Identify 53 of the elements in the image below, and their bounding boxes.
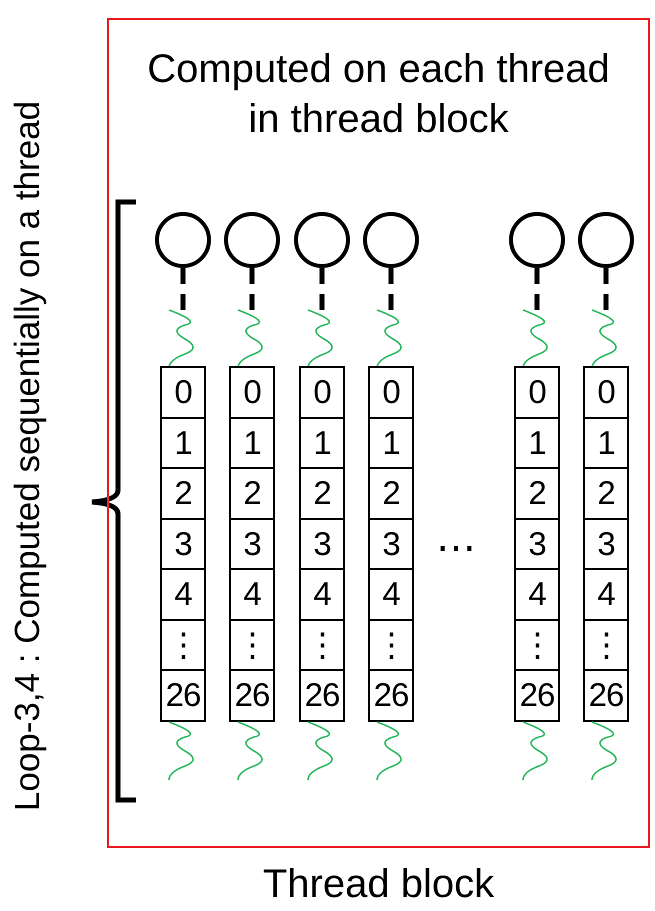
index-cell: 3 [368, 518, 414, 570]
index-cell: 0 [160, 366, 206, 418]
block-caption: Thread block [262, 861, 496, 908]
index-cell: 0 [514, 366, 560, 418]
index-cell: 3 [160, 518, 206, 570]
index-cell: 1 [229, 416, 275, 469]
index-cell: 3 [583, 518, 629, 570]
index-cell: 2 [299, 467, 345, 520]
index-cell: ⋮ [368, 618, 414, 671]
index-cell: ⋮ [160, 618, 206, 671]
index-cell: 1 [299, 416, 345, 469]
ellipsis-label: ⋯ [436, 528, 476, 568]
index-cell: 0 [583, 366, 629, 418]
index-cell: 4 [368, 568, 414, 620]
index-cell: 4 [160, 568, 206, 620]
index-cell: 0 [368, 366, 414, 418]
dashed-connector [388, 268, 394, 310]
index-cell: ⋮ [299, 618, 345, 671]
index-cell: 1 [583, 416, 629, 469]
index-cell: 0 [299, 366, 345, 418]
index-cell: 3 [299, 518, 345, 570]
dashed-connector [180, 268, 186, 310]
index-cell: 1 [514, 416, 560, 469]
index-cell: 1 [368, 416, 414, 469]
index-cell: 2 [160, 467, 206, 520]
dashed-connector [534, 268, 540, 310]
index-cell: ⋮ [583, 618, 629, 671]
index-cell: 26 [299, 669, 345, 722]
index-cell: 2 [583, 467, 629, 520]
index-cell: ⋮ [514, 618, 560, 671]
index-cell: 26 [229, 669, 275, 722]
index-cell: 4 [583, 568, 629, 620]
index-cell: 4 [229, 568, 275, 620]
thread-block-frame [107, 18, 650, 848]
index-cell: 4 [299, 568, 345, 620]
index-cell: 26 [514, 669, 560, 722]
index-cell: 3 [514, 518, 560, 570]
block-title: Computed on each thread in thread block [146, 46, 611, 143]
dashed-connector [320, 268, 324, 310]
index-cell: 0 [229, 366, 275, 418]
index-cell: 2 [229, 467, 275, 520]
index-cell: 26 [583, 669, 629, 722]
index-cell: ⋮ [229, 618, 275, 671]
index-cell: 26 [160, 669, 206, 722]
index-cell: 2 [514, 467, 560, 520]
index-cell: 3 [229, 518, 275, 570]
index-cell: 4 [514, 568, 560, 620]
index-cell: 26 [368, 669, 414, 722]
index-cell: 1 [160, 416, 206, 469]
side-label: Loop-3,4 : Computed sequentially on a thread [7, 100, 48, 814]
dashed-connector [250, 268, 254, 310]
dashed-connector [604, 268, 608, 310]
index-cell: 2 [368, 467, 414, 520]
